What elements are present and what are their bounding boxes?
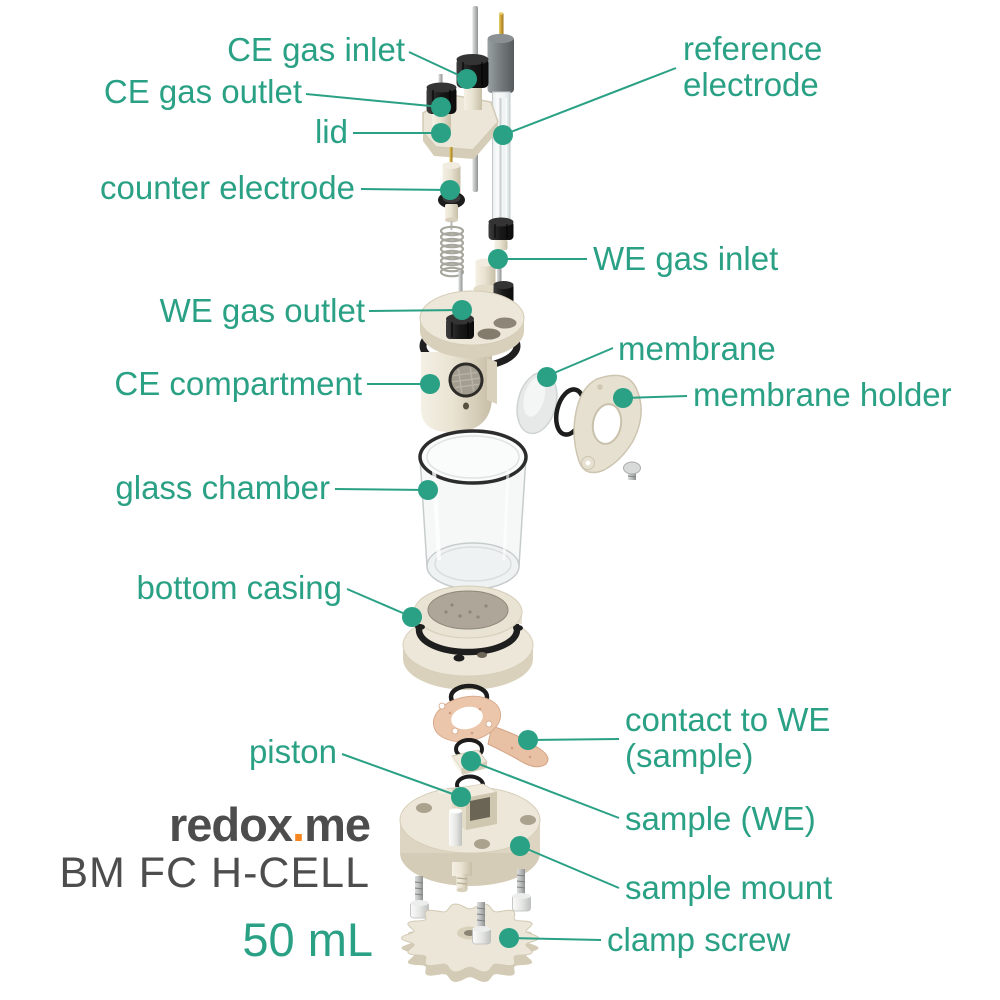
leader-contact-to-we — [527, 738, 620, 741]
holder-screw — [623, 461, 641, 480]
dot-glass-chamber — [418, 480, 438, 500]
callout-piston: piston — [248, 733, 337, 770]
dot-we-gas-outlet — [452, 300, 472, 320]
leader-we-gas-outlet — [368, 309, 463, 312]
callout-lid: lid — [314, 113, 348, 150]
leader-clamp-screw — [508, 937, 602, 941]
callout-leaders — [305, 51, 688, 948]
callout-reference-electrode: reference electrode — [683, 30, 823, 104]
brand-logo-word1: redox — [169, 798, 293, 851]
dot-sample-mount — [510, 836, 530, 856]
clamp-screw-left — [410, 876, 429, 919]
callout-ce-compartment: CE compartment — [114, 365, 362, 402]
leader-reference-electrode — [502, 67, 677, 136]
callout-counter-electrode: counter electrode — [100, 169, 355, 206]
product-capacity: 50 mL — [242, 913, 373, 966]
leader-membrane — [546, 347, 614, 377]
leader-piston — [341, 753, 462, 798]
spring-part — [439, 225, 465, 278]
callout-ce-gas-outlet: CE gas outlet — [103, 73, 302, 110]
brand-logo-word2: me — [304, 798, 371, 851]
callout-we-gas-outlet: WE gas outlet — [159, 292, 365, 329]
glass-chamber-part — [418, 429, 528, 590]
leader-sample-mount — [519, 845, 620, 889]
ce-compartment-part — [419, 258, 525, 432]
dot-ce-compartment — [420, 374, 440, 394]
brand-logo: redox.me — [169, 797, 371, 852]
callout-bottom-casing: bottom casing — [136, 569, 342, 606]
dot-ce-gas-inlet — [457, 69, 477, 89]
dot-clamp-screw — [499, 928, 519, 948]
dot-piston — [451, 787, 471, 807]
callout-we-gas-inlet: WE gas inlet — [593, 240, 779, 277]
dot-membrane — [537, 367, 557, 387]
leader-sample-we — [470, 760, 620, 819]
callout-sample-mount: sample mount — [625, 869, 833, 906]
dot-reference-electrode — [493, 125, 513, 145]
we-gas-inlet-tube — [497, 250, 502, 304]
leader-bottom-casing — [346, 588, 413, 618]
contact-plate-part — [432, 695, 549, 768]
dot-lid — [431, 123, 451, 143]
callout-ce-gas-inlet: CE gas inlet — [227, 31, 405, 68]
membrane-holder-part — [573, 374, 642, 480]
callout-clamp-screw: clamp screw — [607, 921, 791, 958]
leader-glass-chamber — [334, 488, 429, 491]
callout-glass-chamber: glass chamber — [115, 469, 330, 506]
clamp-screw-center — [472, 902, 491, 945]
dot-counter-electrode — [440, 180, 460, 200]
leader-ce-gas-outlet — [305, 93, 442, 108]
bottom-casing-part — [402, 585, 534, 690]
leader-counter-electrode — [360, 188, 451, 191]
dot-contact-to-we — [518, 730, 538, 750]
leader-ce-gas-inlet — [408, 51, 468, 80]
brand-logo-dot: . — [292, 798, 305, 851]
product-model: BM FC H-CELL — [59, 849, 370, 897]
callout-membrane-holder: membrane holder — [693, 376, 952, 413]
dot-bottom-casing — [402, 607, 422, 627]
dot-we-gas-inlet — [488, 249, 508, 269]
dot-sample-we — [461, 751, 481, 771]
callout-sample-we: sample (WE) — [625, 800, 816, 837]
callout-contact-to-we: contact to WE (sample) — [625, 701, 831, 775]
callout-membrane: membrane — [618, 330, 776, 367]
dot-ce-gas-outlet — [431, 97, 451, 117]
leader-membrane-holder — [622, 395, 688, 399]
clamp-screws — [410, 862, 531, 919]
clamp-screw-right — [512, 869, 531, 912]
reference-electrode-part — [487, 12, 514, 250]
dot-membrane-holder — [613, 388, 633, 408]
